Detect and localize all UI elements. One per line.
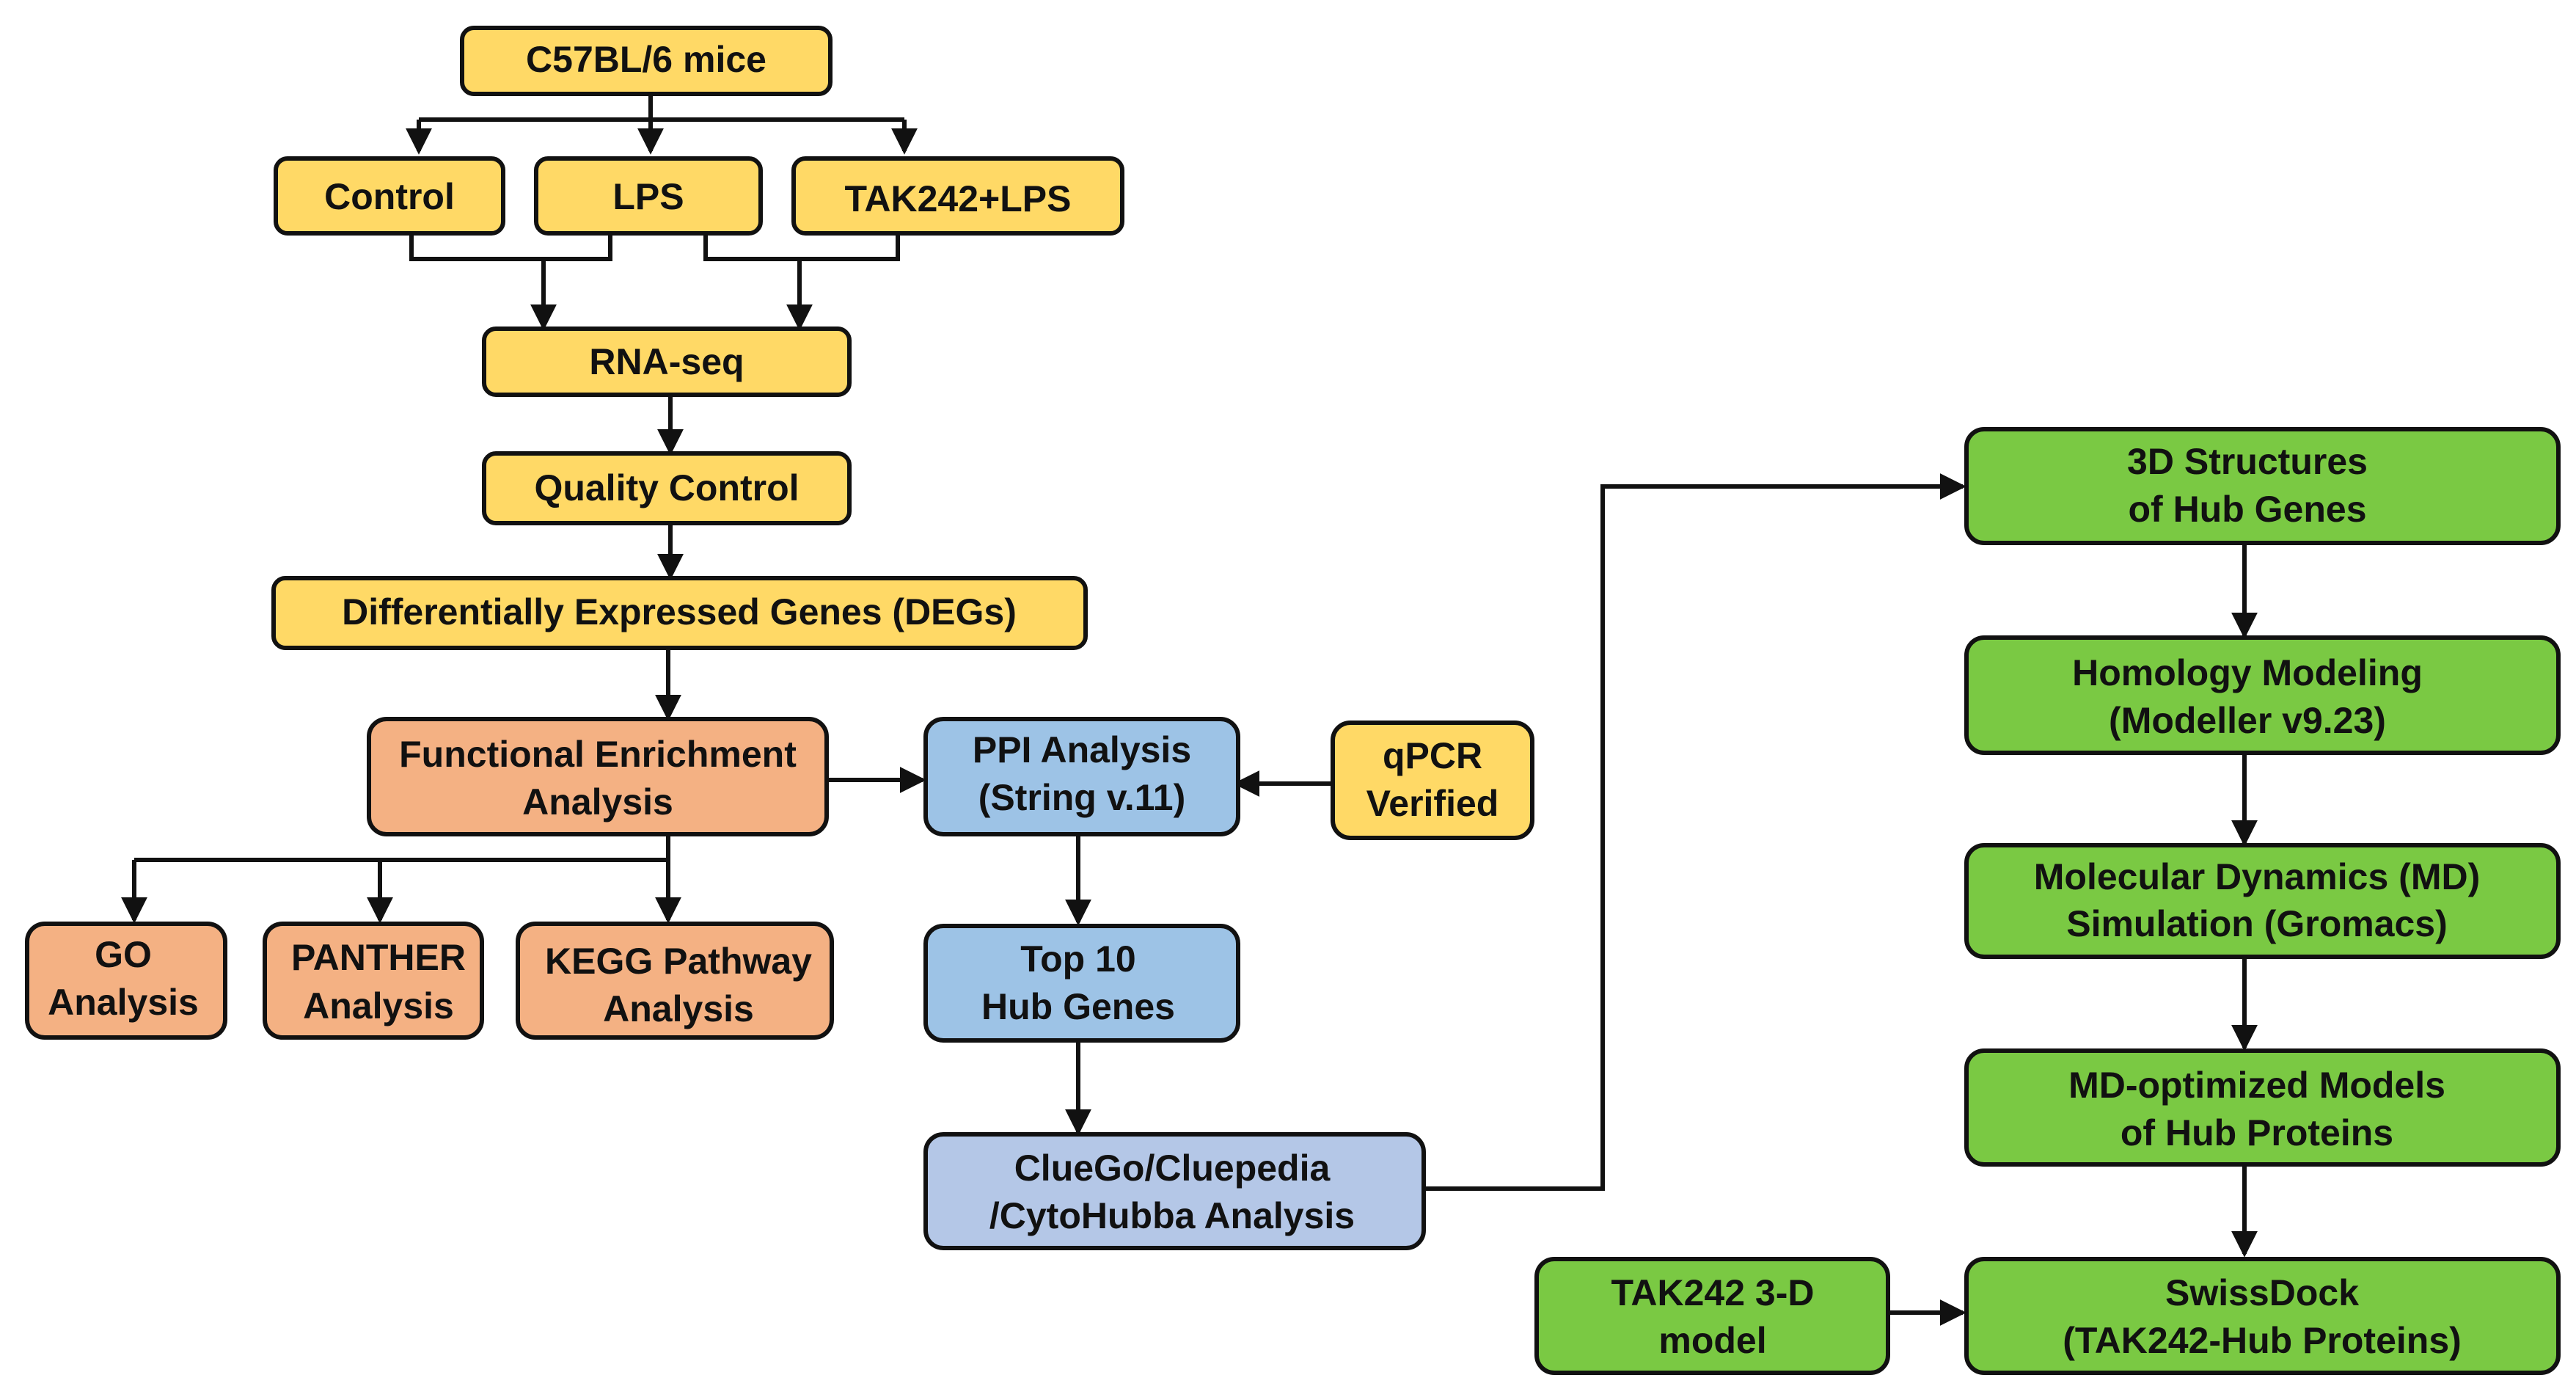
node-label: KEGG Pathway [545, 941, 812, 982]
node-go-analysis: GO Analysis [25, 922, 227, 1040]
node-quality-control: Quality Control [482, 451, 852, 525]
node-label: (String v.11) [978, 777, 1185, 818]
node-label: Analysis [48, 982, 199, 1023]
node-label: (Modeller v9.23) [2109, 700, 2386, 741]
node-label: PPI Analysis [973, 729, 1191, 770]
node-label: PANTHER [291, 937, 466, 978]
node-label: RNA-seq [589, 341, 744, 382]
node-label: MD-optimized Models [2068, 1065, 2445, 1106]
node-label: model [1658, 1320, 1766, 1361]
node-label: Analysis [522, 781, 673, 822]
node-label: /CytoHubba Analysis [989, 1195, 1355, 1236]
node-cluego-cytohubba: ClueGo/Cluepedia /CytoHubba Analysis [923, 1132, 1426, 1250]
node-label: Hub Genes [981, 986, 1175, 1027]
edge-cluego-3d [1424, 473, 1966, 1191]
node-tak242-3d-model: TAK242 3-D model [1534, 1257, 1890, 1375]
node-molecular-dynamics: Molecular Dynamics (MD) Simulation (Grom… [1964, 843, 2561, 959]
node-label: Top 10 [1020, 938, 1135, 980]
node-label: Control [324, 176, 455, 217]
node-label: LPS [612, 176, 684, 217]
node-c57bl6-mice: C57BL/6 mice [460, 26, 833, 96]
node-top10-hub-genes: Top 10 Hub Genes [923, 924, 1240, 1043]
node-label: Verified [1366, 783, 1499, 824]
node-label: 3D Structures [2127, 441, 2368, 482]
node-label: TAK242 3-D [1611, 1272, 1815, 1313]
edge-control-lps-merge [409, 233, 612, 261]
node-label: Simulation (Gromacs) [2066, 903, 2448, 944]
node-panther-analysis: PANTHER Analysis [263, 922, 484, 1040]
nodes: C57BL/6 mice Control LPS TAK242+LPS RNA-… [25, 26, 2561, 1375]
node-homology-modeling: Homology Modeling (Modeller v9.23) [1964, 635, 2561, 755]
node-functional-enrichment: Functional Enrichment Analysis [367, 717, 829, 836]
node-label: C57BL/6 mice [526, 39, 766, 80]
node-ppi-analysis: PPI Analysis (String v.11) [923, 717, 1240, 836]
node-label: Differentially Expressed Genes (DEGs) [342, 591, 1017, 632]
node-3d-structures: 3D Structures of Hub Genes [1964, 427, 2561, 545]
edge-lps-taklps-merge [703, 233, 900, 261]
node-tak242-lps: TAK242+LPS [791, 156, 1124, 236]
node-label: of Hub Proteins [2121, 1112, 2393, 1153]
node-qpcr-verified: qPCR Verified [1331, 721, 1534, 840]
node-label: Molecular Dynamics (MD) [2034, 856, 2480, 897]
node-label: SwissDock [2165, 1272, 2359, 1313]
node-label: (TAK242-Hub Proteins) [2063, 1320, 2462, 1361]
node-label: TAK242+LPS [845, 178, 1072, 219]
node-rna-seq: RNA-seq [482, 327, 852, 397]
node-label: Analysis [603, 988, 754, 1029]
node-label: Homology Modeling [2072, 652, 2423, 693]
node-lps: LPS [534, 156, 763, 236]
node-md-optimized-models: MD-optimized Models of Hub Proteins [1964, 1048, 2561, 1167]
node-control: Control [274, 156, 505, 236]
node-label: Analysis [303, 985, 454, 1026]
node-label: ClueGo/Cluepedia [1014, 1148, 1331, 1189]
edges [121, 94, 2258, 1326]
node-label: qPCR [1383, 735, 1482, 776]
node-label: GO [95, 934, 152, 975]
node-degs: Differentially Expressed Genes (DEGs) [271, 576, 1088, 650]
node-label: Quality Control [534, 467, 799, 508]
node-label: Functional Enrichment [399, 734, 797, 775]
node-label: of Hub Genes [2128, 489, 2366, 530]
node-kegg-pathway: KEGG Pathway Analysis [516, 922, 834, 1040]
node-swissdock: SwissDock (TAK242-Hub Proteins) [1964, 1257, 2561, 1375]
